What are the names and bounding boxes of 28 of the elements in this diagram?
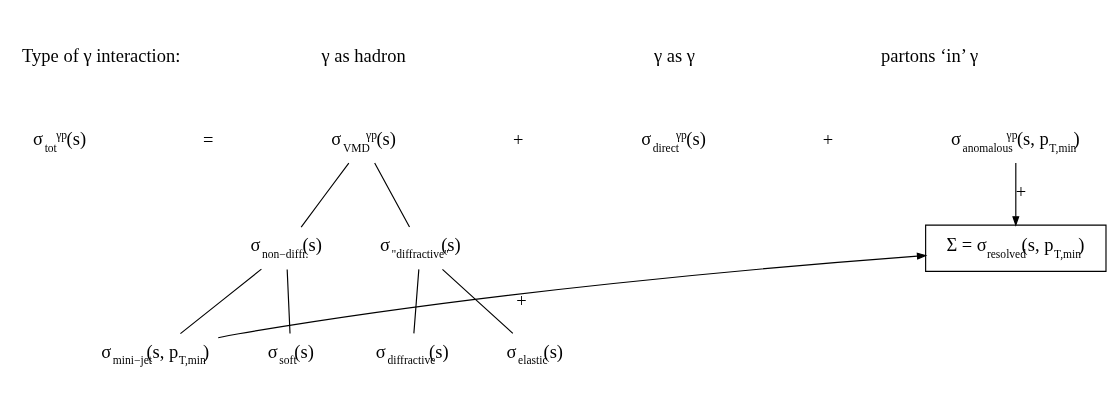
label: partons ‘in’ γ (881, 45, 979, 66)
arrow (217, 252, 928, 339)
node-text: σ$_{tot}$$^{γp}$(s) (33, 128, 87, 155)
edge-label: + (1015, 182, 1027, 203)
node-text: σ$_{direct}$$^{γp}$(s) (641, 128, 706, 155)
node-text: σ$_{non−diffr.}$(s) (250, 235, 322, 261)
label: + (822, 130, 834, 151)
connector (374, 162, 411, 228)
node-box: Σ = σ$_{resolved}$(s, p$_{T,min}$) (925, 224, 1107, 272)
connector (179, 268, 262, 335)
connector (413, 268, 420, 334)
edge-label: + (516, 290, 527, 311)
connector (300, 162, 350, 228)
connector (441, 268, 514, 334)
node-text: σ$_{"diffractive"}$(s) (379, 235, 461, 261)
node-text: σ$_{elastic}$(s) (506, 341, 564, 368)
node-text: σ$_{anomalous}$$^{γp}$(s, p$_{T,min}$) (951, 128, 1080, 155)
node-text: σ$_{soft}$(s) (267, 341, 314, 368)
node-text: σ$_{diffractive}$(s) (375, 341, 449, 368)
label: γ as hadron (321, 45, 406, 66)
label: Type of γ interaction: (22, 45, 181, 66)
node-text: σ$_{VMD}$$^{γp}$(s) (331, 128, 396, 155)
arrow (1012, 162, 1020, 227)
label: γ as γ (653, 45, 695, 66)
label: = (203, 130, 214, 151)
node-text: σ$_{mini−jet}$(s, p$_{T,min}$) (101, 341, 210, 368)
label: + (512, 130, 524, 151)
connector (286, 268, 291, 334)
